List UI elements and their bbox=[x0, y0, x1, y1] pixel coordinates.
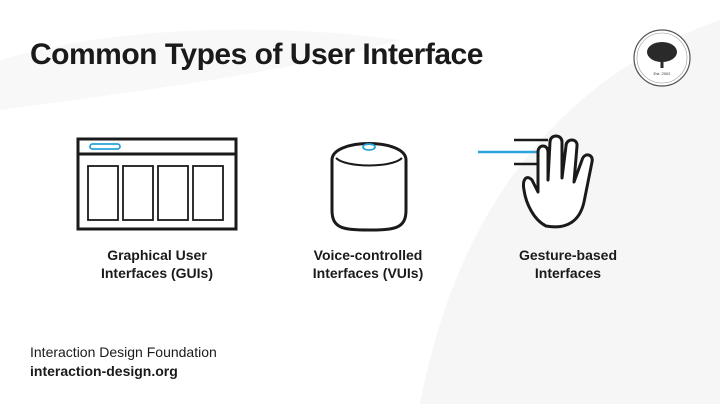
vui-label-line2: Interfaces (VUIs) bbox=[312, 265, 424, 281]
tree-seal-icon: Est. 2002 bbox=[633, 29, 691, 87]
page-title: Common Types of User Interface bbox=[30, 38, 483, 71]
logo-text: Est. 2002 bbox=[654, 71, 672, 76]
vui-label: Voice-controlled Interfaces (VUIs) bbox=[268, 246, 468, 282]
gui-label: Graphical User Interfaces (GUIs) bbox=[57, 246, 257, 282]
footer-org: Interaction Design Foundation bbox=[30, 344, 217, 360]
gui-label-line2: Interfaces (GUIs) bbox=[100, 265, 214, 281]
gui-window-icon bbox=[76, 137, 238, 231]
gui-label-line1: Graphical User bbox=[107, 247, 207, 263]
vui-label-line1: Voice-controlled bbox=[313, 247, 423, 263]
gesture-label-line2: Interfaces bbox=[534, 265, 602, 281]
gesture-label-line1: Gesture-based bbox=[518, 247, 618, 263]
footer: Interaction Design Foundation interactio… bbox=[30, 343, 217, 381]
footer-url: interaction-design.org bbox=[30, 363, 178, 379]
waving-hand-icon bbox=[478, 134, 594, 229]
gesture-label: Gesture-based Interfaces bbox=[468, 246, 668, 282]
smart-speaker-icon bbox=[330, 142, 408, 232]
